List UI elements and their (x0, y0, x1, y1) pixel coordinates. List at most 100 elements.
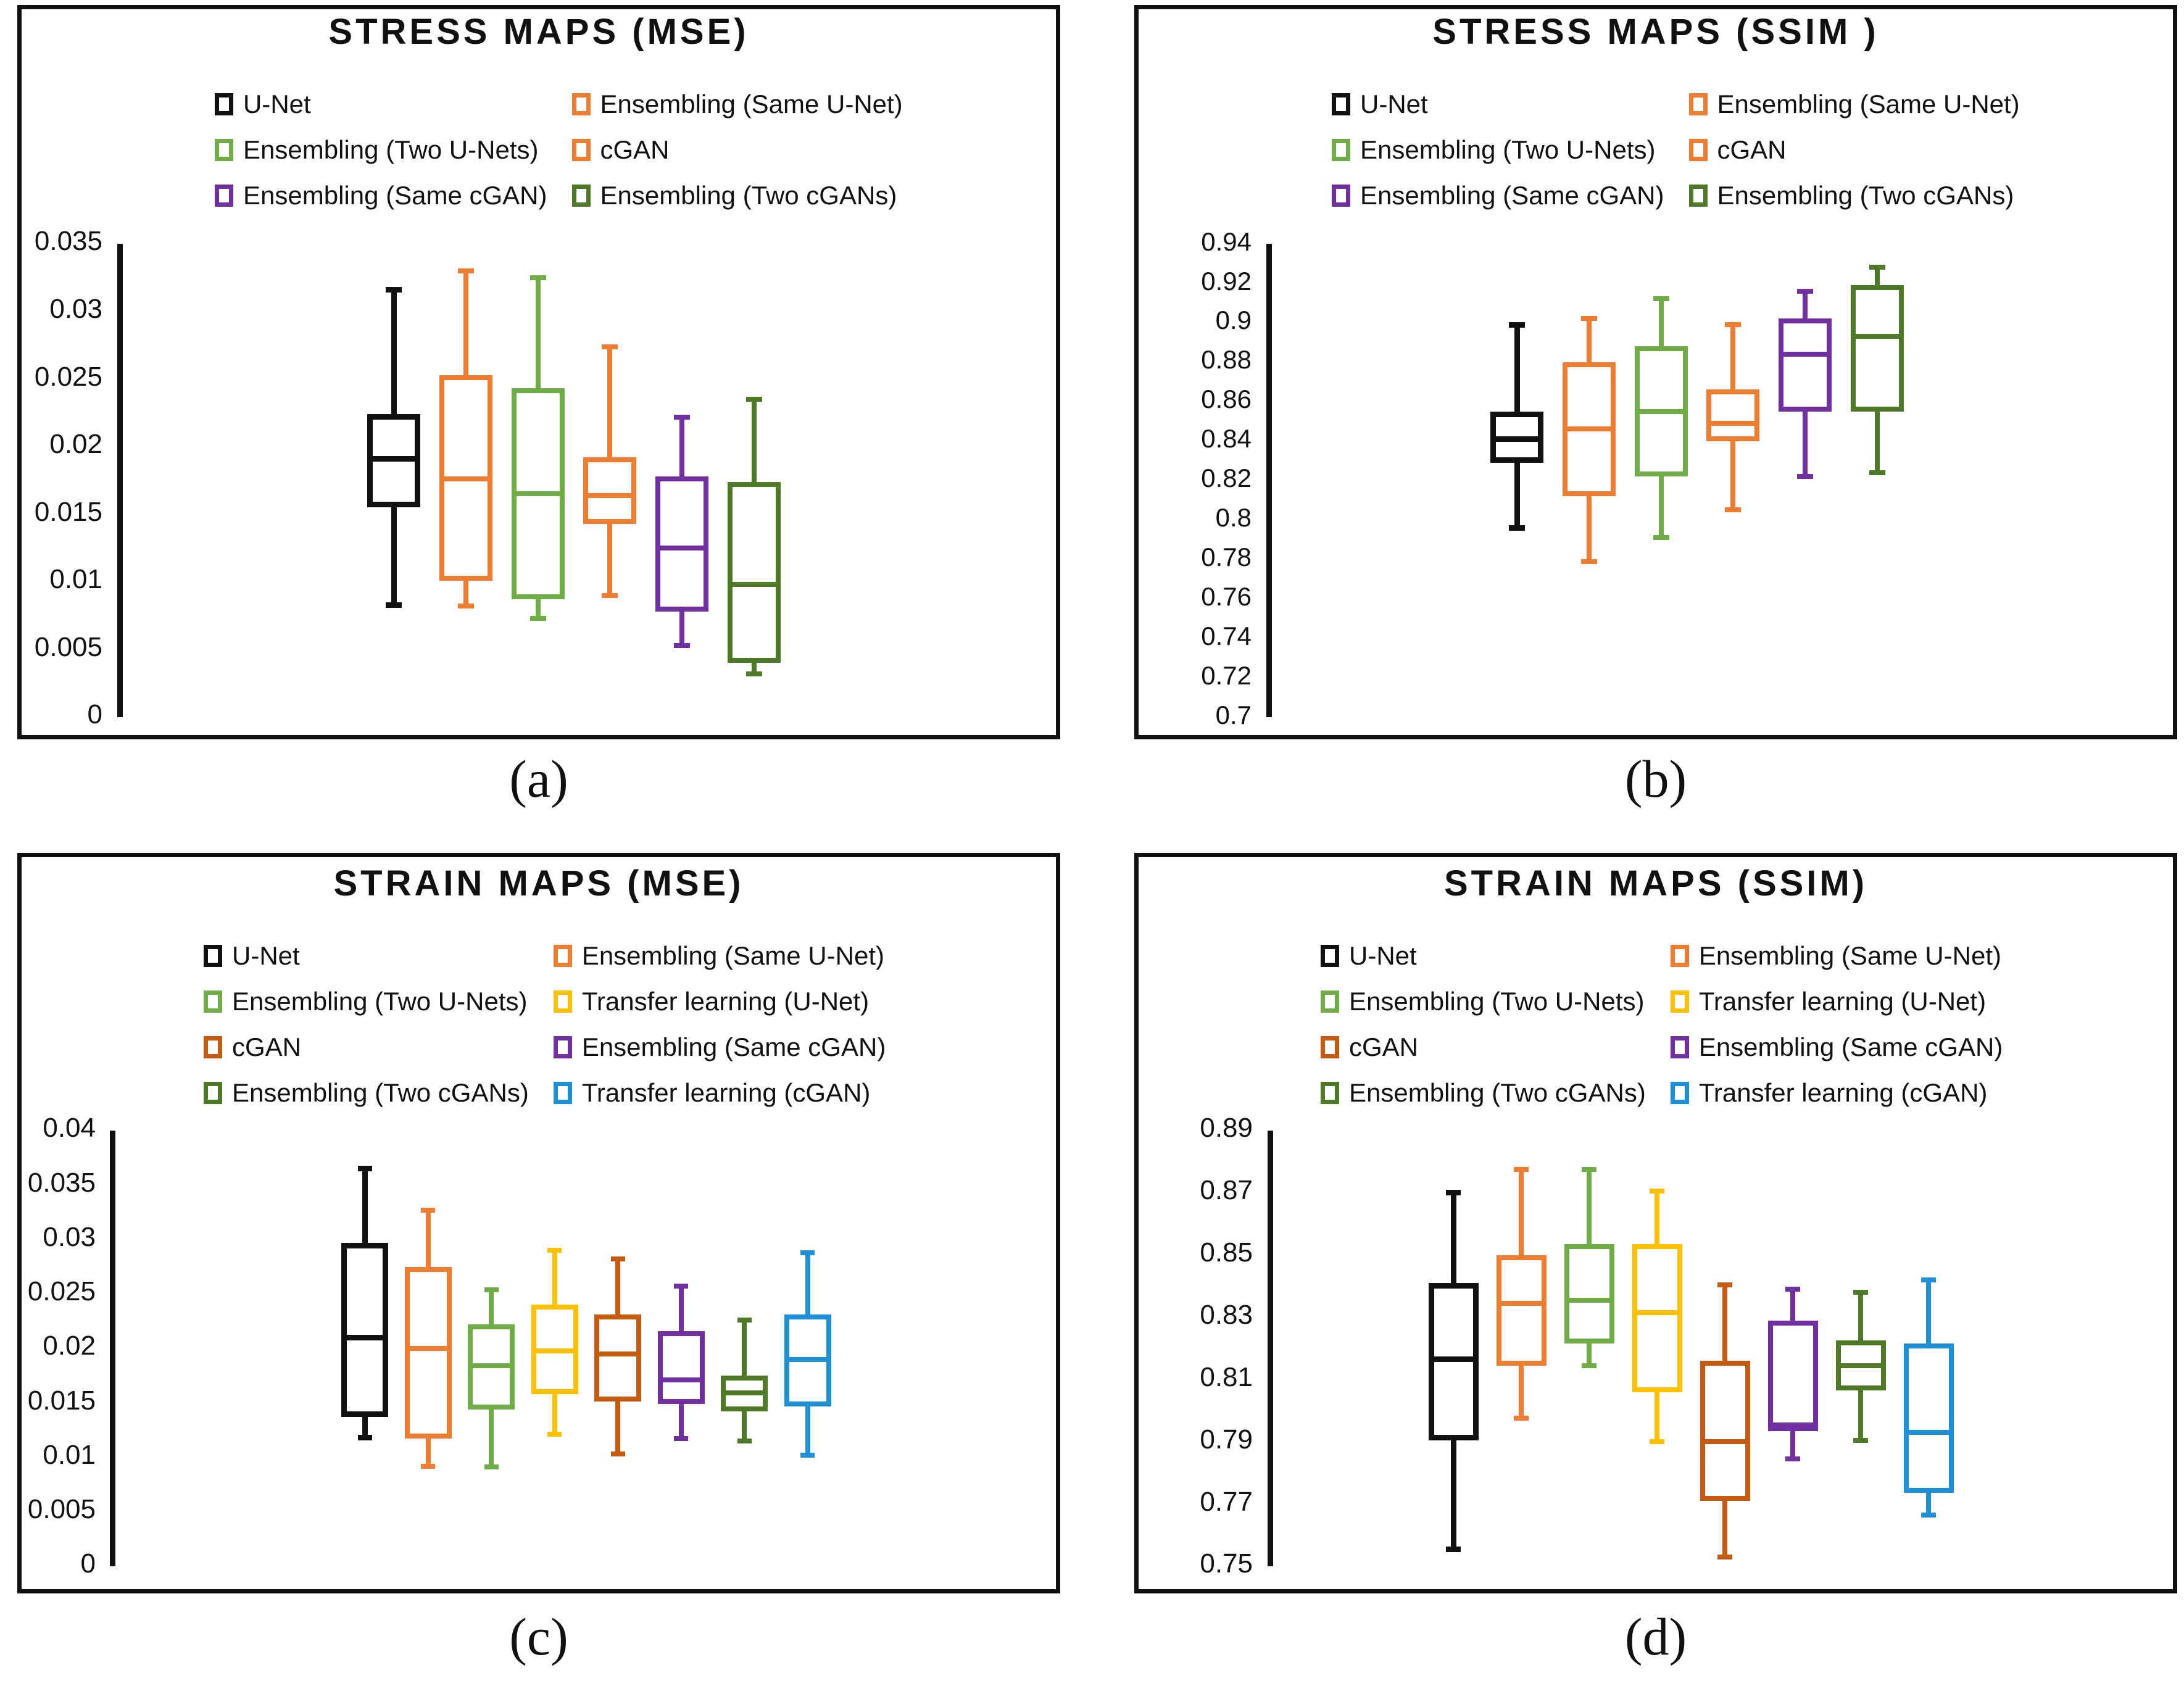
whisker-upper (805, 1252, 810, 1315)
median-line (531, 1348, 578, 1353)
legend-item[interactable]: U-Net (215, 91, 547, 117)
whisker-lower (1587, 1343, 1592, 1366)
legend-swatch-icon (215, 139, 233, 161)
legend-label: U-Net (243, 89, 311, 118)
legend-swatch-icon (553, 1082, 572, 1104)
whisker-cap-upper (800, 1250, 815, 1255)
legend-swatch-icon (571, 139, 591, 161)
y-tick-label: 0 (87, 699, 102, 730)
whisker-cap-lower (1853, 1437, 1868, 1443)
y-tick-label: 0.9 (1215, 305, 1252, 335)
legend-b: U-Net Ensembling (Same U-Net) Ensembling (… (1332, 91, 2020, 209)
whisker-cap-lower (1653, 535, 1669, 541)
whisker-lower (1803, 411, 1808, 477)
iqr-box (727, 481, 781, 663)
legend-item[interactable]: Ensembling (Same cGAN) (553, 1034, 886, 1060)
whisker-upper (751, 399, 757, 482)
legend-item[interactable]: Ensembling (Same U-Net) (1688, 91, 2020, 117)
legend-item[interactable]: Transfer learning (cGAN) (1670, 1078, 2003, 1107)
median-line (367, 455, 421, 462)
legend-item[interactable]: Ensembling (Two U-Nets) (204, 989, 529, 1015)
y-tick-label: 0.02 (43, 1331, 96, 1361)
whisker-upper (362, 1168, 368, 1243)
whisker-upper (1926, 1280, 1931, 1344)
median-line (1490, 436, 1544, 442)
y-tick-label: 0.81 (1200, 1361, 1253, 1392)
legend-item[interactable]: Ensembling (Same U-Net) (1670, 941, 2003, 970)
legend-item[interactable]: U-Net (1321, 943, 1646, 969)
y-tick-label: 0.74 (1201, 621, 1252, 650)
legend-label: Ensembling (Two U-Nets) (243, 135, 539, 164)
whisker-lower (1658, 476, 1664, 538)
median-line (1496, 1300, 1547, 1306)
whisker-lower (425, 1439, 431, 1466)
legend-swatch-icon (553, 1036, 572, 1058)
legend-label: Ensembling (Same cGAN) (243, 181, 547, 210)
legend-item[interactable]: Transfer learning (cGAN) (553, 1080, 886, 1106)
whisker-lower (751, 663, 757, 674)
whisker-lower (552, 1394, 557, 1435)
legend-item[interactable]: cGAN (1688, 137, 2020, 163)
legend-label: cGAN (1349, 1032, 1419, 1061)
whisker-cap-lower (1650, 1439, 1664, 1445)
whisker-lower (615, 1402, 621, 1455)
legend-item[interactable]: Ensembling (Same cGAN) (1332, 183, 1664, 209)
median-line (721, 1390, 768, 1396)
median-line (1428, 1356, 1479, 1363)
legend-item[interactable]: Ensembling (Two cGANs) (1321, 1080, 1646, 1106)
legend-item[interactable]: cGAN (571, 137, 903, 163)
median-line (594, 1351, 642, 1356)
legend-label: Ensembling (Two cGANs) (1349, 1078, 1646, 1107)
legend-item[interactable]: Ensembling (Same cGAN) (1670, 1032, 2003, 1061)
legend-item[interactable]: Ensembling (Two U-Nets) (1321, 989, 1646, 1015)
whisker-cap-lower (745, 671, 762, 676)
legend-item[interactable]: Ensembling (Two cGANs) (571, 183, 903, 209)
legend-item[interactable]: Ensembling (Same U-Net) (553, 943, 886, 969)
whisker-cap-lower (458, 604, 474, 609)
legend-item[interactable]: U-Net (204, 943, 529, 969)
legend-swatch-icon (1332, 185, 1350, 207)
whisker-cap-lower (1514, 1416, 1529, 1421)
legend-item[interactable]: cGAN (204, 1034, 529, 1060)
legend-item[interactable]: U-Net (1332, 91, 1664, 117)
whisker-upper (552, 1250, 557, 1305)
iqr-box (1903, 1343, 1954, 1493)
legend-item[interactable]: Ensembling (Two U-Nets) (215, 137, 547, 163)
whisker-cap-upper (1797, 288, 1813, 294)
legend-item[interactable]: Ensembling (Two U-Nets) (1332, 137, 1664, 163)
median-line (1850, 334, 1904, 339)
legend-item[interactable]: Transfer learning (U-Net) (1670, 989, 2003, 1015)
whisker-cap-upper (547, 1248, 562, 1253)
legend-swatch-icon (215, 93, 233, 115)
legend-a: U-Net Ensembling (Same U-Net) Ensembling (… (215, 91, 903, 209)
legend-item[interactable]: Ensembling (Same U-Net) (571, 91, 903, 117)
legend-item[interactable]: Ensembling (Two cGANs) (1688, 181, 2020, 210)
y-tick-label: 0.86 (1201, 384, 1252, 414)
legend-label: Ensembling (Two cGANs) (232, 1078, 529, 1107)
iqr-box (1700, 1361, 1750, 1501)
y-tick-label: 0.75 (1200, 1548, 1253, 1579)
legend-label: Ensembling (Same cGAN) (1698, 1032, 2003, 1061)
y-axis-line-a (117, 244, 123, 717)
whisker-upper (1730, 325, 1736, 390)
legend-item[interactable]: cGAN (1321, 1034, 1646, 1060)
legend-label: Ensembling (Two cGANs) (1717, 181, 2014, 210)
median-line (404, 1346, 452, 1351)
legend-item[interactable]: Transfer learning (U-Net) (553, 989, 886, 1015)
legend-swatch-icon (553, 990, 572, 1013)
whisker-cap-lower (737, 1439, 752, 1444)
legend-d: U-Net Ensembling (Same U-Net) Ensembling (… (1321, 943, 2003, 1106)
legend-swatch-icon (1688, 139, 1708, 161)
whisker-cap-upper (674, 1284, 689, 1289)
legend-swatch-icon (1332, 93, 1350, 115)
legend-label: Transfer learning (cGAN) (1698, 1078, 1988, 1107)
y-tick-label: 0.005 (27, 1494, 96, 1525)
legend-swatch-icon (1670, 1036, 1689, 1058)
legend-item[interactable]: Ensembling (Same cGAN) (215, 183, 547, 209)
legend-item[interactable]: Ensembling (Two cGANs) (204, 1080, 529, 1106)
legend-swatch-icon (1670, 1082, 1689, 1104)
whisker-cap-upper (602, 344, 618, 349)
iqr-box (404, 1266, 452, 1439)
median-line (1903, 1430, 1954, 1435)
legend-label: Ensembling (Same U-Net) (1698, 941, 2001, 970)
